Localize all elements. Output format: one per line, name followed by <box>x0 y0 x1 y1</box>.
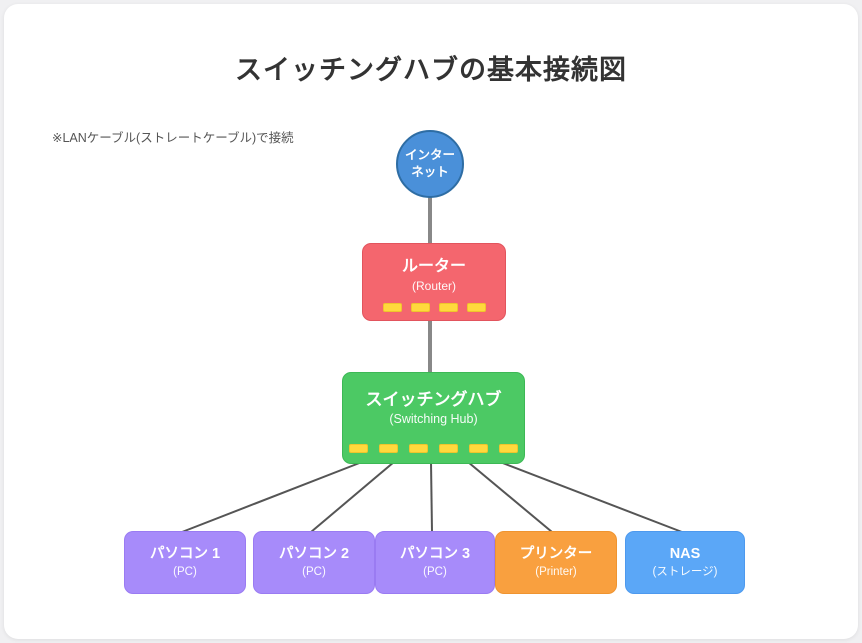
node-pc-1-sublabel: (PC) <box>173 566 197 579</box>
router-port-strip <box>363 303 505 312</box>
node-router-label: ルーター <box>401 258 466 275</box>
router-port-led <box>466 303 486 312</box>
node-pc-1[interactable]: パソコン 1 (PC) <box>124 531 246 594</box>
hub-port-led <box>409 444 428 453</box>
hub-port-led <box>499 444 518 453</box>
connector-hub-pc1 <box>181 461 363 533</box>
connector-hub-pc3 <box>430 461 433 533</box>
hub-port-led <box>439 444 458 453</box>
node-pc-3-sublabel: (PC) <box>423 566 447 579</box>
node-nas[interactable]: NAS (ストレージ) <box>625 531 745 594</box>
node-pc-2[interactable]: パソコン 2 (PC) <box>253 531 375 594</box>
node-pc-3-label: パソコン 3 <box>399 546 471 563</box>
hub-port-strip <box>343 444 524 453</box>
node-pc-3[interactable]: パソコン 3 (PC) <box>375 531 495 594</box>
node-pc-1-label: パソコン 1 <box>149 546 221 563</box>
node-printer[interactable]: プリンター (Printer) <box>495 531 617 594</box>
node-printer-label: プリンター <box>519 546 593 563</box>
node-nas-label: NAS <box>669 546 701 563</box>
node-pc-2-sublabel: (PC) <box>302 566 326 579</box>
hub-port-led <box>469 444 488 453</box>
connector-hub-pc2 <box>310 461 395 533</box>
page-title: スイッチングハブの基本接続図 <box>235 55 627 85</box>
node-router-sublabel: (Router) <box>411 279 456 293</box>
hub-port-led <box>349 444 368 453</box>
node-internet[interactable]: インター ネット <box>396 130 464 198</box>
node-internet-line2: ネット <box>411 165 449 179</box>
node-internet-line1: インター <box>404 148 455 163</box>
diagram-canvas: スイッチングハブの基本接続図 ※LANケーブル(ストレートケーブル)で接続 イン… <box>4 4 858 639</box>
router-port-led <box>438 303 458 312</box>
connector-hub-nas <box>499 461 683 533</box>
node-router[interactable]: ルーター (Router) <box>362 243 506 321</box>
node-printer-sublabel: (Printer) <box>535 566 577 579</box>
router-port-led <box>382 303 402 312</box>
hub-port-led <box>379 444 398 453</box>
node-nas-sublabel: (ストレージ) <box>652 566 718 579</box>
node-pc-2-label: パソコン 2 <box>278 546 350 563</box>
node-switching-hub[interactable]: スイッチングハブ (Switching Hub) <box>342 372 525 464</box>
node-hub-sublabel: (Switching Hub) <box>389 412 478 427</box>
connector-hub-printer <box>467 461 553 533</box>
node-hub-label: スイッチングハブ <box>365 390 502 409</box>
router-port-led <box>410 303 430 312</box>
cable-note-text: ※LANケーブル(ストレートケーブル)で接続 <box>52 131 294 145</box>
